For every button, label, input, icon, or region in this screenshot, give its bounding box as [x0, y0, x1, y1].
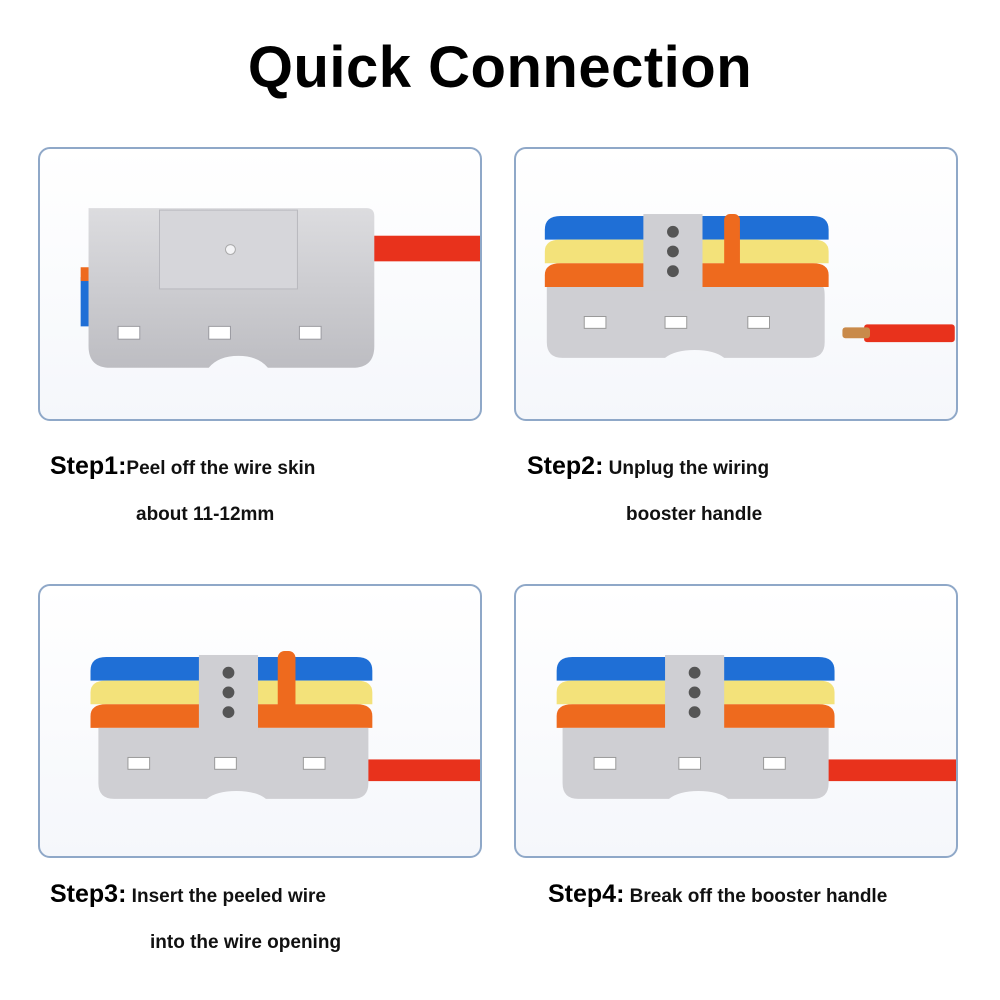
step3-caption: Step3: Insert the peeled wire into the w…: [50, 880, 341, 953]
step-label: Step1:: [50, 452, 127, 480]
step-text: Peel off the wire skin: [126, 458, 316, 479]
raised-lever: [724, 214, 740, 276]
copper-core: [842, 327, 871, 339]
page-title: Quick Connection: [247, 35, 753, 100]
step-text: Unplug the wiring: [603, 458, 770, 479]
raised-lever: [277, 651, 296, 717]
step-text: Break off the booster handle: [624, 886, 888, 907]
step-text-line2: booster handle: [626, 504, 763, 525]
step-label: Step3:: [50, 880, 127, 908]
connector-insert-illustration: [90, 651, 480, 799]
step2-photo: [514, 147, 958, 421]
step4-photo: [514, 584, 958, 858]
step-text-line2: into the wire opening: [150, 932, 342, 953]
red-wire: [820, 759, 956, 782]
step2-caption: Step2: Unplug the wiring booster handle: [527, 452, 770, 525]
step3-photo: [38, 584, 482, 858]
step1-photo: [38, 147, 482, 421]
step-text-line2: about 11-12mm: [136, 504, 275, 525]
connector-side-illustration: [80, 208, 480, 368]
step-text: Insert the peeled wire: [126, 886, 326, 907]
red-wire: [366, 759, 480, 782]
red-wire: [864, 324, 955, 343]
step4-caption: Step4: Break off the booster handle: [548, 880, 887, 909]
step1-caption: Step1:Peel off the wire skin about 11-12…: [50, 452, 316, 525]
step-label: Step4:: [548, 880, 625, 908]
connector-closed-illustration: [556, 654, 956, 799]
step-label: Step2:: [527, 452, 604, 480]
connector-top-illustration: [544, 214, 955, 358]
